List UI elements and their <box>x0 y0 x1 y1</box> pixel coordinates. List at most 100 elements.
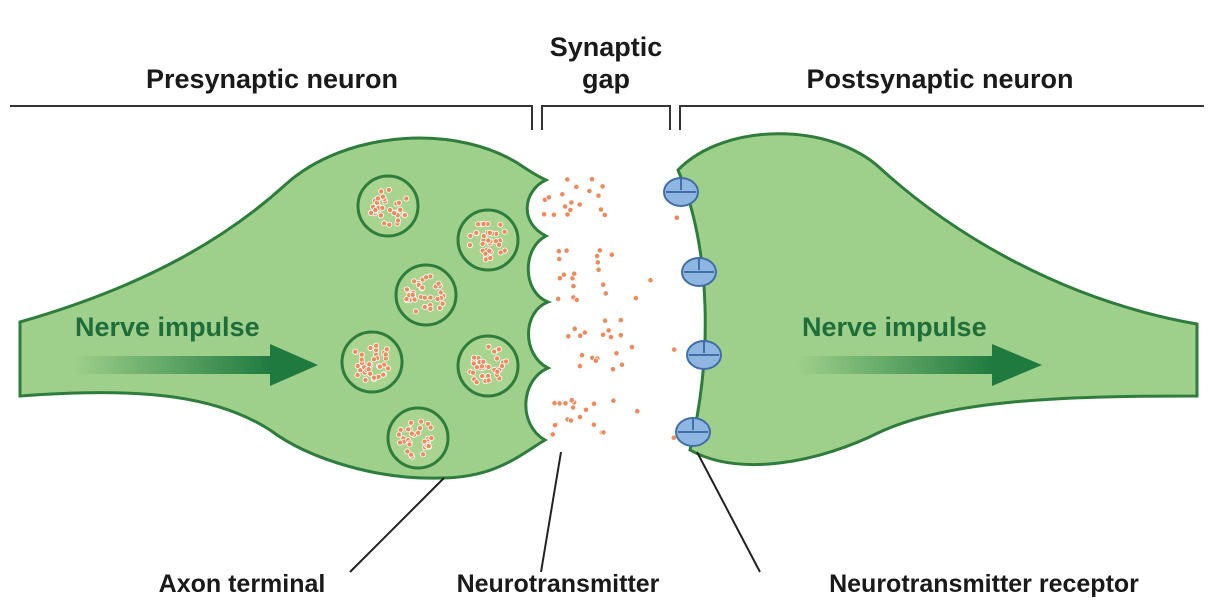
neurotransmitter-molecule <box>367 345 374 352</box>
neurotransmitter-molecule <box>599 331 607 338</box>
synaptic-gap-label-line1: Synaptic <box>550 32 663 62</box>
neurotransmitter-molecule <box>391 210 398 217</box>
neurotransmitter-molecule <box>366 361 373 368</box>
neurotransmitter-molecule <box>601 211 608 218</box>
neurotransmitter-molecule <box>473 379 480 386</box>
neurotransmitter-molecule <box>486 229 493 236</box>
neurotransmitter-molecule <box>386 221 393 228</box>
neurotransmitter-molecule <box>367 209 374 216</box>
presynaptic-label: Presynaptic neuron <box>146 64 398 94</box>
neurotransmitter-molecule <box>556 255 563 263</box>
synaptic-vesicle <box>340 330 404 394</box>
neurotransmitter-molecule <box>425 443 432 450</box>
synaptic-gap-label-line2: gap <box>582 64 630 94</box>
neurotransmitter-molecule <box>576 413 584 421</box>
neurotransmitter-molecule <box>568 397 575 404</box>
neurotransmitter-molecule <box>401 212 408 219</box>
left-impulse-arrow <box>72 344 318 386</box>
neurotransmitter-molecule <box>497 249 504 256</box>
neurotransmitter-molecule <box>407 419 414 426</box>
neurotransmitter-molecule <box>559 191 566 198</box>
neurotransmitter-molecule <box>396 439 403 446</box>
neurotransmitter-molecule <box>470 369 477 376</box>
neurotransmitter-molecule <box>628 343 636 351</box>
neurotransmitter-molecule <box>408 430 415 437</box>
neurotransmitter-molecule <box>632 294 639 302</box>
neurotransmitter-molecule <box>561 203 569 210</box>
neurotransmitter-molecule <box>596 247 604 254</box>
neurotransmitter-molecule <box>358 351 365 358</box>
neurotransmitter-molecule <box>563 247 570 254</box>
receptors <box>663 177 722 447</box>
presynaptic-neuron <box>18 136 553 480</box>
right-impulse-label: Nerve impulse <box>802 312 987 342</box>
neurotransmitter-molecule <box>404 448 411 455</box>
synaptic-vesicle <box>356 174 420 238</box>
postsynaptic-bracket <box>679 105 1204 130</box>
neurotransmitter-molecule <box>395 199 402 206</box>
neurotransmitter-molecule <box>436 304 443 311</box>
neurotransmitter-molecule <box>501 228 508 235</box>
neurotransmitter-molecule <box>594 259 601 266</box>
neurotransmitter-molecule <box>405 426 412 433</box>
neurotransmitter-molecule <box>354 372 361 379</box>
neurotransmitter-callout-line <box>540 451 562 573</box>
neurotransmitter-molecule <box>567 417 575 424</box>
neurotransmitter-molecule <box>384 365 391 372</box>
neurotransmitter-receptor <box>686 340 722 370</box>
neurotransmitter-molecule <box>556 400 563 407</box>
neurotransmitter-molecule <box>495 241 502 248</box>
neurotransmitter-molecule <box>560 271 568 278</box>
neurotransmitter-molecule <box>406 441 413 448</box>
neurotransmitter-molecule <box>590 421 598 428</box>
neurotransmitter-molecule <box>427 305 434 312</box>
neurotransmitter-molecule <box>576 362 584 370</box>
neurotransmitter-molecule <box>577 332 584 339</box>
neurotransmitter-molecule <box>571 325 578 332</box>
neurotransmitter-molecule <box>595 266 602 273</box>
neurotransmitter-molecule <box>415 429 422 436</box>
neurotransmitter-molecule <box>485 343 492 350</box>
neurotransmitter-molecule <box>600 429 607 436</box>
neurotransmitter-molecule <box>581 329 588 336</box>
neurotransmitter-molecule <box>385 186 392 193</box>
neurotransmitter-molecule <box>568 199 575 206</box>
neurotransmitter-molecule <box>562 400 569 407</box>
postsynaptic-neuron <box>676 132 1199 466</box>
neurotransmitter-molecule <box>482 250 489 257</box>
neurotransmitter-molecule <box>372 206 379 213</box>
neurotransmitter-molecule <box>408 451 415 458</box>
header-brackets <box>10 105 1204 130</box>
neurotransmitter-molecule <box>564 176 571 183</box>
neurotransmitter-molecule <box>551 422 559 429</box>
neurotransmitter-molecule <box>582 406 590 413</box>
neurotransmitter-molecule <box>540 211 548 218</box>
neurotransmitter-molecule <box>428 434 435 441</box>
neurotransmitter-molecule <box>471 354 478 361</box>
synaptic-vesicle <box>386 406 450 470</box>
neurotransmitter-molecule <box>379 193 386 200</box>
neurotransmitter-molecule <box>647 277 654 284</box>
neurotransmitter-molecule <box>373 342 380 349</box>
neurotransmitter-molecule <box>427 294 434 301</box>
neurotransmitter-molecule <box>555 295 562 302</box>
neurotransmitter-molecule <box>357 367 364 374</box>
neurotransmitter-molecule <box>592 357 599 364</box>
neurotransmitter-molecule <box>480 232 487 239</box>
receptor-label: Neurotransmitter receptor <box>829 570 1139 598</box>
neurotransmitter-molecule <box>466 242 473 249</box>
neurotransmitter-molecule <box>437 289 444 296</box>
neurotransmitter-molecule <box>439 300 446 307</box>
neurotransmitter-molecule <box>421 294 428 301</box>
neurotransmitter-molecule <box>608 251 615 258</box>
neurotransmitter-molecule <box>362 376 369 383</box>
neurotransmitter-molecule <box>569 404 577 411</box>
neurotransmitter-molecule <box>485 237 492 244</box>
neurotransmitter-molecule <box>617 332 624 339</box>
neurotransmitter-molecule <box>403 286 410 293</box>
neurotransmitter-molecule <box>613 350 620 357</box>
neurotransmitter-molecule <box>485 377 492 384</box>
neurotransmitter-molecule <box>609 366 617 373</box>
neurotransmitter-molecule <box>377 212 384 219</box>
